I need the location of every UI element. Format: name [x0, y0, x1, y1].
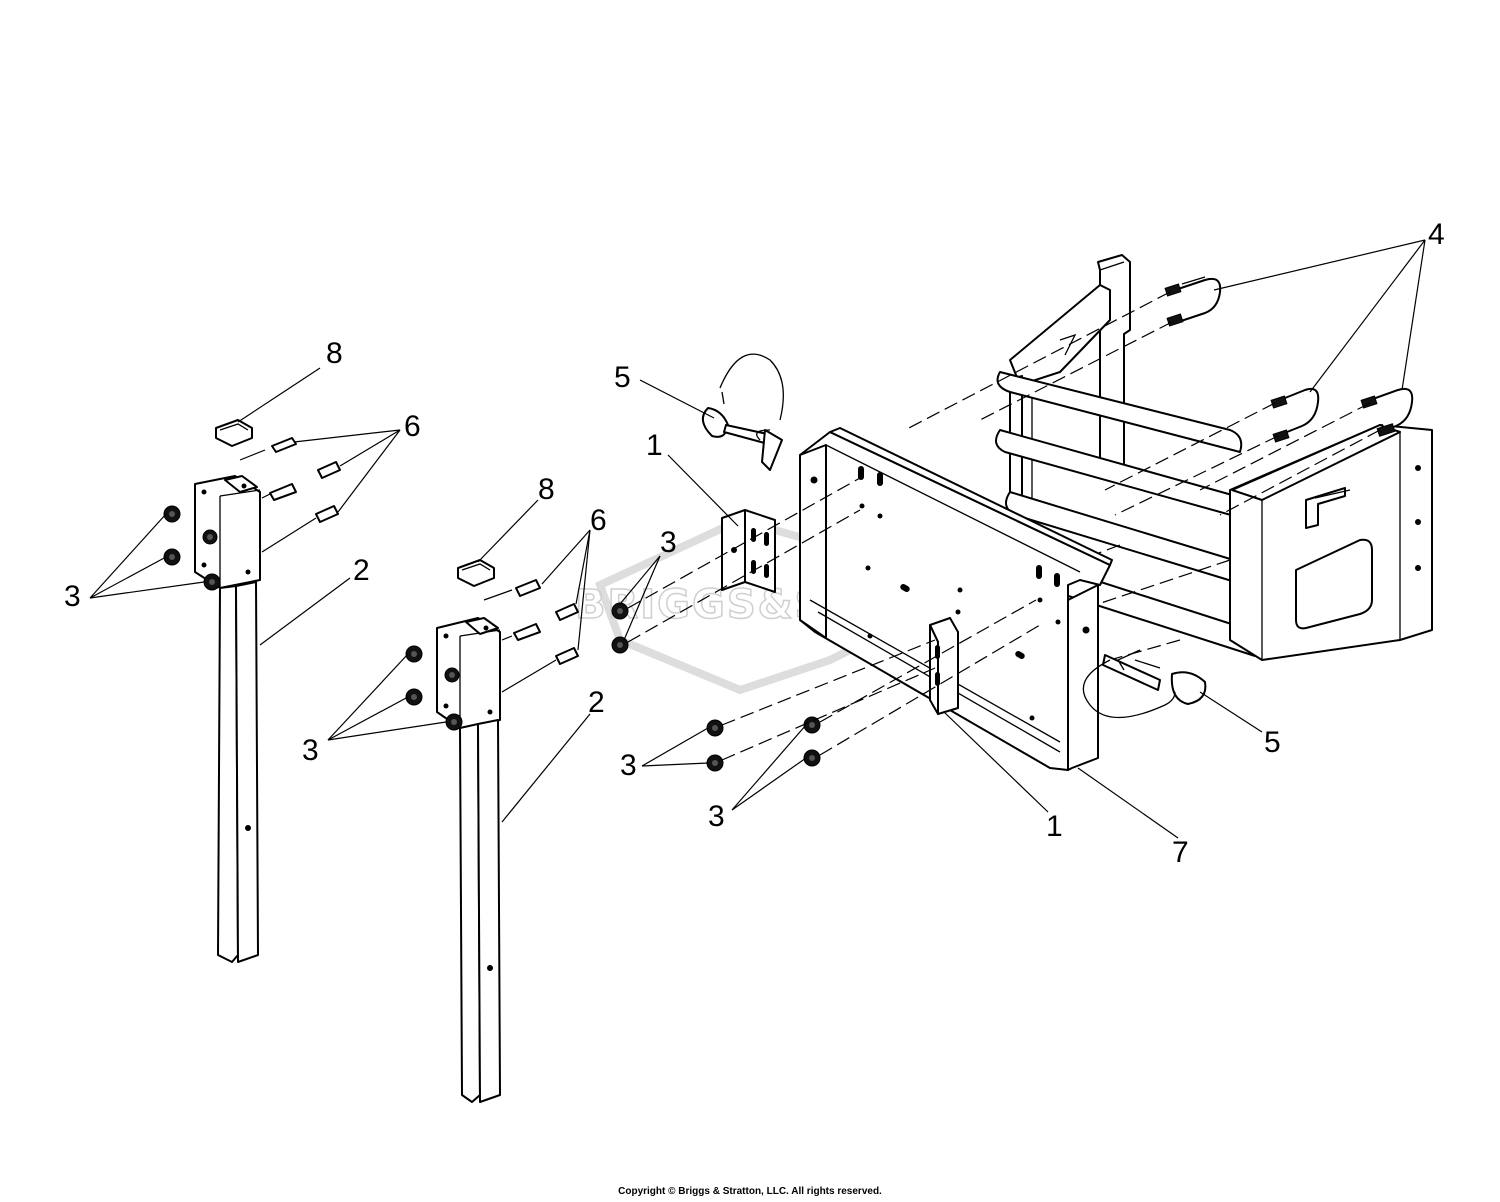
- callout-5-top: 5: [614, 361, 631, 394]
- callout-2-left: 2: [353, 554, 370, 587]
- copyright-text: Copyright © Briggs & Stratton, LLC. All …: [618, 1186, 882, 1197]
- callout-4: 4: [1428, 218, 1445, 251]
- alignment-lines-plate: [627, 477, 1041, 761]
- nuts-plate-front: [611, 602, 821, 772]
- alignment-lines-right-leg: [483, 589, 557, 693]
- callout-6-left: 6: [404, 410, 421, 443]
- hitch-pin-top: [701, 353, 784, 471]
- bolts-left: [163, 437, 341, 591]
- alignment-lines-right: [904, 291, 1381, 661]
- callout-5-bottom: 5: [1264, 726, 1281, 759]
- cap-left: [215, 419, 253, 447]
- callout-1-right: 1: [1046, 810, 1063, 843]
- callout-3-right-leg: 3: [302, 734, 319, 767]
- callout-3-plate-bottom: 3: [708, 800, 725, 833]
- callout-2-right: 2: [588, 686, 605, 719]
- hitch-pin-bottom: [1082, 649, 1207, 719]
- callout-3-plate-mid: 3: [620, 749, 637, 782]
- callout-7: 7: [1172, 836, 1189, 869]
- u-bolt-top: [1164, 276, 1222, 327]
- bolts-right: [405, 579, 579, 731]
- cap-right: [457, 559, 495, 587]
- callout-3-plate-top: 3: [660, 526, 677, 559]
- callout-3-left: 3: [64, 580, 81, 613]
- callouts: 8 6 3 2 8 6 3 2 5 1 3 3 3 1 7 5 4: [64, 218, 1445, 869]
- bracket-left: [721, 509, 776, 593]
- callout-8-right: 8: [538, 473, 555, 506]
- u-bolt-middle: [1270, 387, 1320, 443]
- mounting-plate: [799, 427, 1113, 771]
- leg-stand-right: [436, 617, 501, 1103]
- u-bolt-right: [1360, 387, 1414, 437]
- bracket-right: [929, 617, 959, 715]
- callout-8-left: 8: [326, 337, 343, 370]
- callout-1-left: 1: [646, 429, 663, 462]
- callout-6-right: 6: [590, 504, 607, 537]
- mount-frame: [995, 254, 1433, 661]
- alignment-lines-left: [239, 449, 317, 553]
- leg-stand-left: [194, 475, 261, 963]
- leader-lines: [89, 239, 1426, 839]
